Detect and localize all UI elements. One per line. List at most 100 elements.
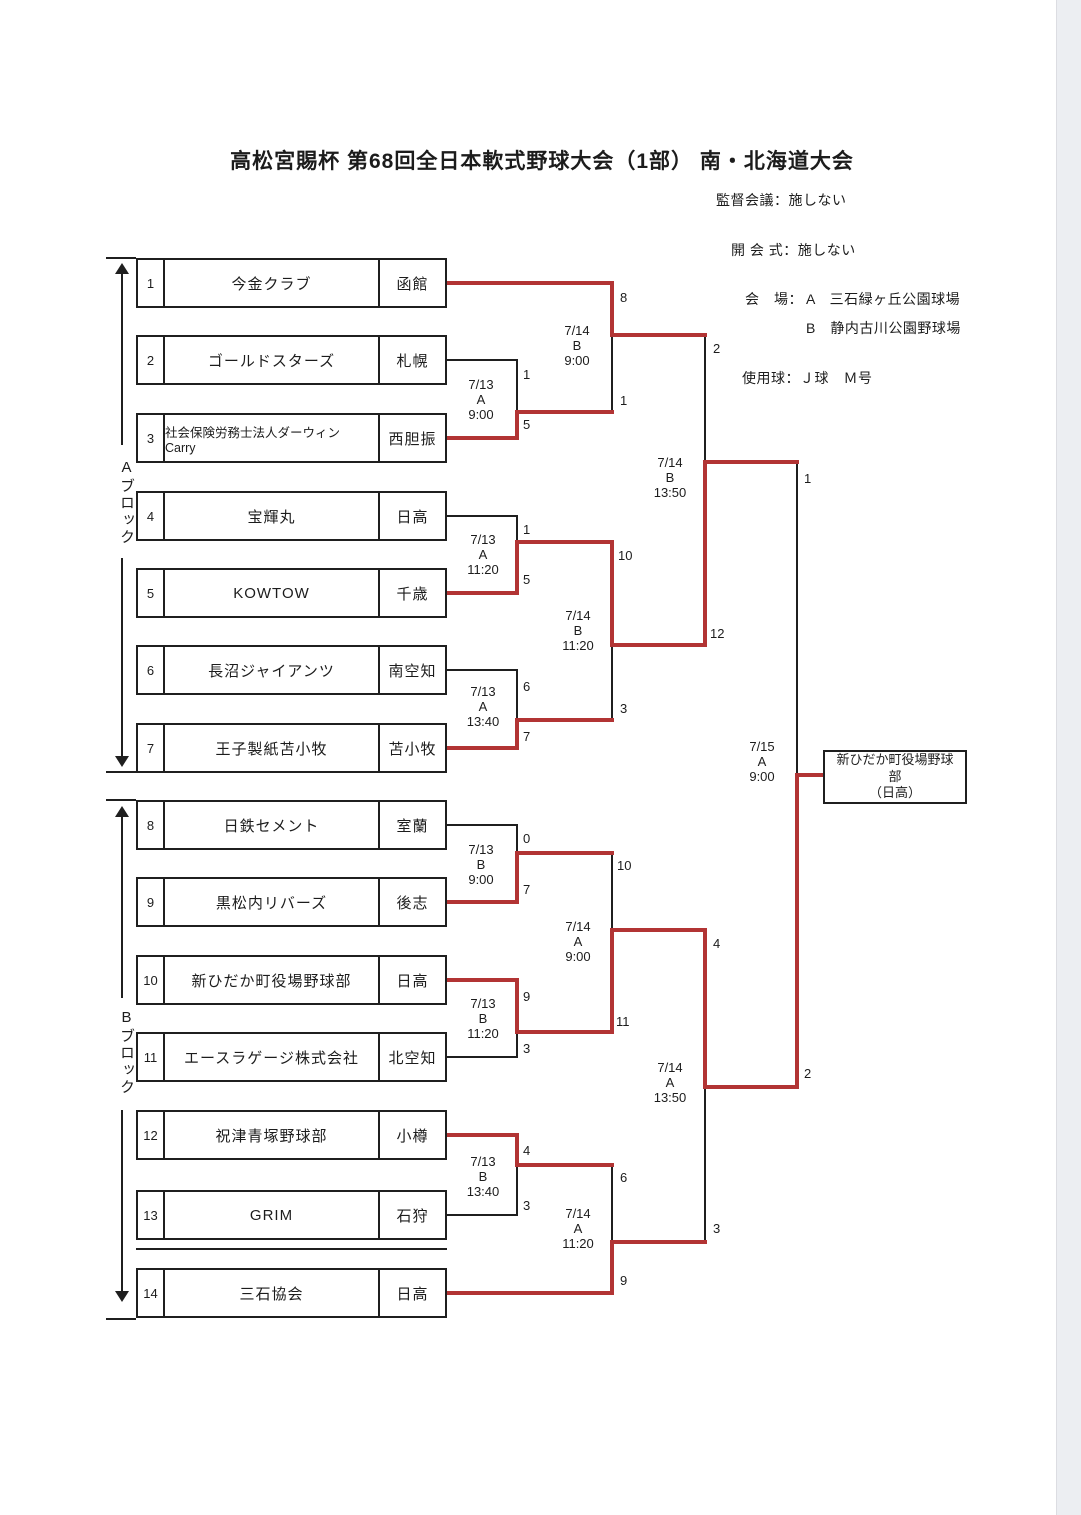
winner-path-line xyxy=(515,540,614,544)
match-score: 3 xyxy=(523,1041,531,1056)
venue-b: B 静内古川公園野球場 xyxy=(806,320,961,336)
winner-path-line xyxy=(447,436,519,440)
team-seed: 5 xyxy=(136,568,163,618)
winner-path-line xyxy=(610,333,707,337)
winner-path-line xyxy=(703,1085,799,1089)
match-time: 11:20 xyxy=(562,1236,594,1251)
team-region: 苫小牧 xyxy=(378,723,447,773)
team-region: 千歳 xyxy=(378,568,447,618)
match-score: 1 xyxy=(620,393,628,408)
match-score: 7 xyxy=(523,729,531,744)
match-venue: B xyxy=(572,338,582,353)
winner-path-line xyxy=(610,928,614,1034)
block-a-axis-line xyxy=(121,272,123,445)
match-score: 1 xyxy=(523,522,531,537)
team-name: KOWTOW xyxy=(163,568,378,618)
match-score: 5 xyxy=(523,572,531,587)
winner-path-line xyxy=(515,410,519,440)
team-region: 函館 xyxy=(378,258,447,308)
team-row: 10 新ひだか町役場野球部 日高 xyxy=(136,955,447,1005)
winner-path-line xyxy=(447,746,519,750)
team-region: 後志 xyxy=(378,877,447,927)
match-time: 9:00 xyxy=(468,407,494,422)
winner-path-line xyxy=(515,718,519,750)
winner-path-line xyxy=(447,978,519,982)
match-time: 11:20 xyxy=(467,562,499,577)
champion-box: 新ひだか町役場野球部 （日高） xyxy=(823,750,967,804)
bracket-line xyxy=(611,1164,613,1243)
match-score: 6 xyxy=(523,679,531,694)
team-seed: 14 xyxy=(136,1268,163,1318)
block-b-axis-line xyxy=(121,815,123,998)
team-name: 長沼ジャイアンツ xyxy=(163,645,378,695)
match-score: 10 xyxy=(618,548,633,563)
winner-path-line xyxy=(447,1291,614,1295)
match-time: 9:00 xyxy=(565,949,591,964)
bracket-line xyxy=(516,360,518,412)
match-venue: A xyxy=(757,754,767,769)
block-b-top-tick xyxy=(106,799,136,801)
team-region: 南空知 xyxy=(378,645,447,695)
match-time: 9:00 xyxy=(749,769,775,784)
team-row: 1 今金クラブ 函館 xyxy=(136,258,447,308)
team-seed: 4 xyxy=(136,491,163,541)
match-date: 7/14 xyxy=(565,919,591,934)
champion-name: 新ひだか町役場野球部 xyxy=(836,751,954,784)
team-row: 9 黒松内リバーズ 後志 xyxy=(136,877,447,927)
team-name: 社会保険労務士法人ダーウィン Carry xyxy=(163,413,378,463)
match-score: 3 xyxy=(713,1221,721,1236)
match-time: 13:50 xyxy=(653,1090,687,1105)
match-date: 7/14 xyxy=(565,608,591,623)
match-venue: A xyxy=(573,1221,583,1236)
team-name: 王子製紙苫小牧 xyxy=(163,723,378,773)
match-venue: B xyxy=(478,1011,488,1026)
team-seed: 6 xyxy=(136,645,163,695)
winner-path-line xyxy=(447,281,614,285)
match-venue: A xyxy=(478,699,488,714)
winner-path-line xyxy=(515,851,614,855)
winner-path-line xyxy=(610,1240,707,1244)
team-seed: 9 xyxy=(136,877,163,927)
team-region: 小樽 xyxy=(378,1110,447,1160)
page-title: 高松宮賜杯 第68回全日本軟式野球大会（1部） 南・北海道大会 xyxy=(230,150,854,173)
winner-path-line xyxy=(515,978,519,1034)
match-time: 13:50 xyxy=(653,485,687,500)
winner-path-line xyxy=(515,410,614,414)
winner-path-line xyxy=(447,900,519,904)
team-region: 日高 xyxy=(378,491,447,541)
venue-a: A 三石緑ヶ丘公園球場 xyxy=(806,291,961,307)
winner-path-line xyxy=(610,281,614,337)
match-venue: A xyxy=(573,934,583,949)
venue-label: 会 場： xyxy=(745,291,803,307)
photo-edge-band xyxy=(1056,0,1081,1515)
bracket-line xyxy=(611,335,613,413)
block-a-arrow-up-icon xyxy=(115,263,129,274)
match-date: 7/13 xyxy=(470,996,496,1011)
match-score: 1 xyxy=(804,471,812,486)
bracket-line xyxy=(611,853,613,931)
bracket-line xyxy=(447,359,518,361)
winner-path-line xyxy=(795,773,825,777)
team-seed: 3 xyxy=(136,413,163,463)
team-row: 12 祝津青塚野球部 小樽 xyxy=(136,1110,447,1160)
match-date: 7/14 xyxy=(657,455,683,470)
team-name: 宝輝丸 xyxy=(163,491,378,541)
bracket-line xyxy=(704,1087,706,1243)
match-date: 7/13 xyxy=(470,532,496,547)
block-b-axis-line xyxy=(121,1110,123,1293)
team-name: 三石協会 xyxy=(163,1268,378,1318)
team-name: 黒松内リバーズ xyxy=(163,877,378,927)
bracket-line xyxy=(447,824,518,826)
block-a-top-tick xyxy=(106,257,136,259)
winner-path-line xyxy=(610,1240,614,1295)
ball-note: 使用球：Ｊ球 Ｍ号 xyxy=(742,370,873,386)
match-score: 0 xyxy=(523,831,531,846)
winner-path-line xyxy=(447,1133,519,1137)
